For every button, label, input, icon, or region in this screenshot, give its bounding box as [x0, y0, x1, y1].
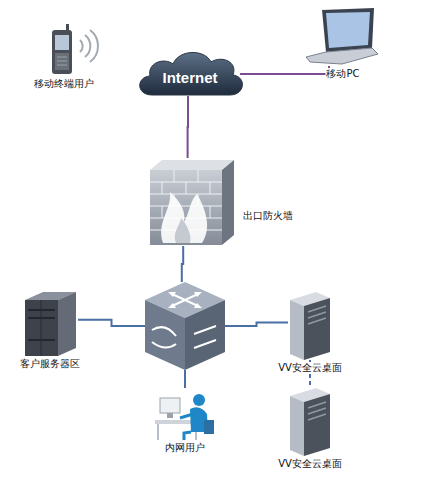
- device-label: 内网用户: [164, 442, 206, 454]
- device-label: 移动终端用户: [33, 78, 95, 90]
- switch-node: [145, 282, 225, 370]
- user-icon: [155, 394, 214, 440]
- server-area-node: 客户服务器区: [22, 290, 78, 356]
- device-label: 移动PC: [325, 68, 360, 80]
- network-link: [78, 320, 145, 326]
- device-label: VV安全云桌面: [277, 362, 343, 374]
- device-label: 客户服务器区: [19, 358, 81, 370]
- network-link: [182, 246, 183, 282]
- phone-icon: [52, 24, 72, 74]
- network-link: [184, 370, 186, 388]
- device-label: 出口防火墙: [242, 210, 294, 222]
- network-link: [187, 96, 189, 158]
- laptop-icon: [306, 8, 378, 64]
- laptop-node: 移动PC: [308, 8, 378, 66]
- cloud-shape: [140, 52, 243, 95]
- device-label: VV安全云桌面: [277, 458, 343, 470]
- cloud-node: Internet: [140, 52, 240, 96]
- server-tower-icon: [290, 388, 330, 456]
- cloud-label: Internet: [140, 52, 240, 96]
- wireless-waves: [80, 30, 98, 62]
- server-tower-icon: [290, 292, 330, 360]
- phone-node: 移动终端用户: [50, 28, 78, 76]
- cloud-desktop-node: VV安全云桌面: [288, 292, 332, 360]
- switch-icon: [145, 282, 225, 370]
- firewall-icon: [150, 160, 234, 245]
- cloud-desktop-node: VV安全云桌面: [288, 388, 332, 456]
- firewall-node: 出口防火墙: [148, 158, 236, 246]
- user-node: 内网用户: [152, 388, 218, 440]
- server-rack-icon: [25, 292, 76, 356]
- network-link: [225, 323, 288, 326]
- network-link: [240, 66, 329, 74]
